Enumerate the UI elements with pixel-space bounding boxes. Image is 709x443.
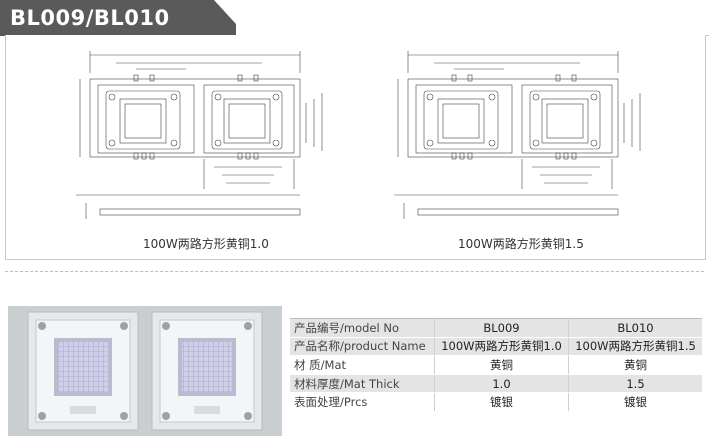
spec-value-bl009: 镀银: [434, 392, 569, 412]
spec-label: 材料厚度/Mat Thick: [290, 374, 435, 394]
left-drawing-caption: 100W两路方形黄铜1.0: [143, 237, 269, 251]
spec-row: 表面处理/Prcs 镀银 镀银: [290, 392, 702, 412]
page-title: BL009/BL010: [10, 6, 170, 30]
spec-row: 产品名称/product Name 100W两路方形黄铜1.0 100W两路方形…: [290, 337, 702, 357]
spec-value-bl009: 黄铜: [434, 355, 569, 375]
spec-label: 产品名称/product Name: [290, 337, 435, 357]
spec-label: 表面处理/Prcs: [290, 392, 435, 412]
drawing-frame: 100W两路方形黄铜1.0 100W两路方形黄铜1.5: [5, 35, 706, 260]
spec-value-bl009: 1.0: [434, 374, 569, 394]
section-divider: [5, 271, 704, 272]
technical-drawing-right: [394, 51, 641, 219]
spec-row: 材料厚度/Mat Thick 1.0 1.5: [290, 374, 702, 394]
spec-value-bl010: 100W两路方形黄铜1.5: [568, 337, 702, 357]
spec-value-bl010: 黄铜: [568, 355, 702, 375]
technical-drawing-left: [76, 51, 323, 219]
spec-row: 产品编号/model No BL009 BL010: [290, 318, 702, 338]
spec-label: 材 质/Mat: [290, 355, 435, 375]
spec-value-bl010: BL010: [568, 318, 702, 338]
spec-table: 产品编号/model No BL009 BL010 产品名称/product N…: [290, 318, 702, 412]
spec-value-bl009: BL009: [434, 318, 569, 338]
led-module-illustration: [8, 306, 282, 436]
spec-label: 产品编号/model No: [290, 318, 435, 338]
product-photo: [8, 306, 282, 436]
right-drawing-caption: 100W两路方形黄铜1.5: [458, 237, 584, 251]
spec-value-bl010: 1.5: [568, 374, 702, 394]
spec-value-bl009: 100W两路方形黄铜1.0: [434, 337, 569, 357]
spec-row: 材 质/Mat 黄铜 黄铜: [290, 355, 702, 375]
spec-value-bl010: 镀银: [568, 392, 702, 412]
